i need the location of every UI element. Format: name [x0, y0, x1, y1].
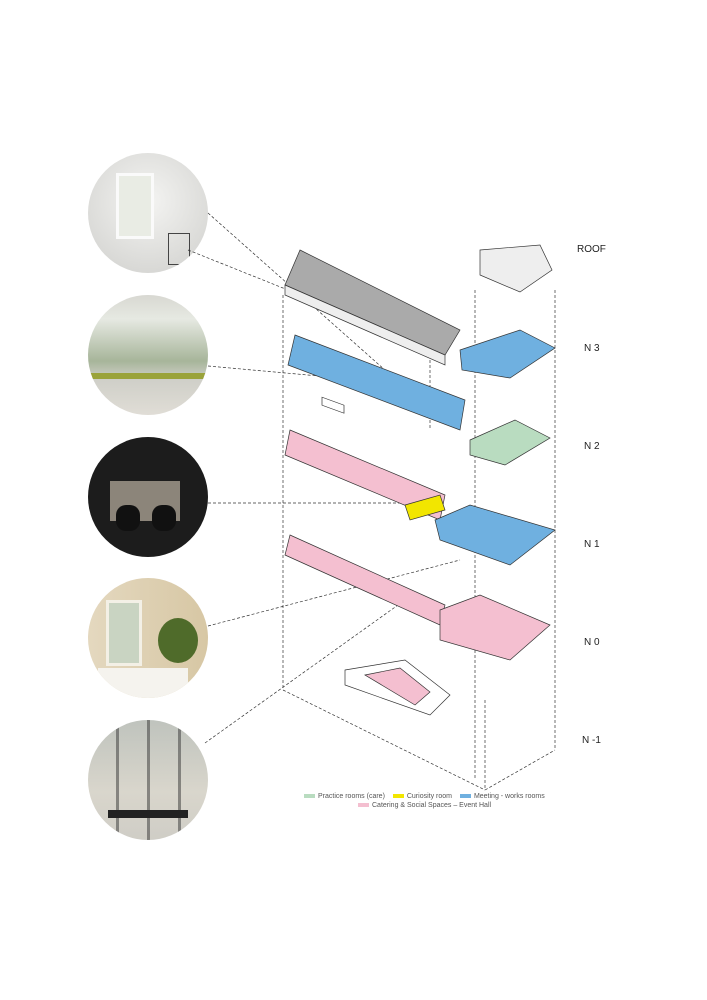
roof-main	[284, 249, 461, 414]
legend: Practice rooms (care) Curiosity room Mee…	[298, 793, 545, 800]
roof-annex	[479, 244, 553, 293]
n1-catering	[284, 534, 446, 626]
legend-row-2: Catering & Social Spaces – Event Hall	[352, 802, 491, 809]
level-label-n3: N 3	[584, 343, 600, 354]
level-label-n-1: N -1	[582, 735, 601, 746]
n3-meeting-rooms	[287, 334, 466, 431]
legend-swatch-practice	[304, 793, 315, 798]
legend-swatch-curiosity	[392, 793, 404, 798]
legend-label-catering: Catering & Social Spaces – Event Hall	[372, 802, 492, 809]
level-label-n2: N 2	[584, 441, 600, 452]
photo-glazed-hall	[88, 720, 208, 840]
photo-meeting-room	[88, 295, 208, 415]
legend-swatch-meeting	[459, 793, 471, 798]
nminus1-catering	[364, 667, 431, 706]
legend-label-meeting: Meeting - works rooms	[473, 793, 545, 800]
level-label-n0: N 0	[584, 637, 600, 648]
n1-meeting-rooms	[434, 504, 556, 566]
photo-room-plant	[88, 578, 208, 698]
photo-dark-room	[88, 437, 208, 557]
photo-room-window	[88, 153, 208, 273]
n3-annex-meeting	[459, 329, 556, 379]
level-label-roof: ROOF	[577, 244, 606, 255]
n0-event-hall	[439, 594, 551, 661]
n2-practice-rooms	[469, 419, 551, 466]
legend-swatch-catering	[358, 802, 369, 807]
legend-label-curiosity: Curiosity room	[406, 793, 452, 800]
level-label-n1: N 1	[584, 539, 600, 550]
n2-curiosity-room	[404, 494, 446, 521]
legend-label-practice: Practice rooms (care)	[318, 793, 385, 800]
